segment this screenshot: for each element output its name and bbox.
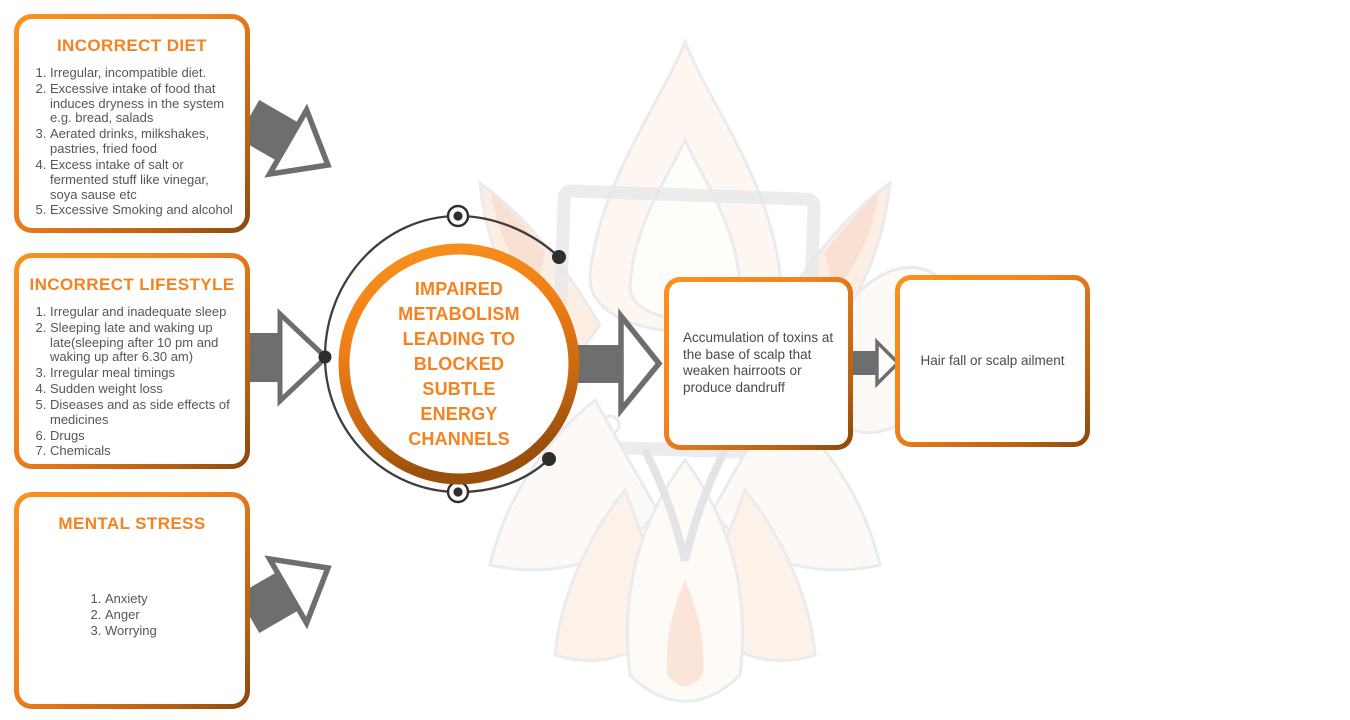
cause-box-mental-stress: MENTAL STRESS Anxiety Anger Worrying xyxy=(14,492,250,709)
cause-box-incorrect-lifestyle: INCORRECT LIFESTYLE Irregular and inadeq… xyxy=(14,253,250,469)
center-circle-ring xyxy=(338,243,580,485)
cause-list: Irregular, incompatible diet. Excessive … xyxy=(30,65,239,218)
effect-box-text: Accumulation of toxins at the base of sc… xyxy=(683,330,834,395)
list-item: Anger xyxy=(105,607,239,623)
arrow-diet-to-circle xyxy=(237,99,332,178)
arc-top-bullseye xyxy=(446,204,470,228)
effect-box-text: Hair fall or scalp ailment xyxy=(920,352,1065,368)
arc-end-dot-lower-right xyxy=(542,452,556,466)
arrow-circle-to-toxins xyxy=(572,308,663,418)
list-item: Chemicals xyxy=(50,443,239,459)
arrow-toxins-to-hairfall xyxy=(850,337,901,389)
arc-left-dot xyxy=(318,350,332,364)
cause-list: Anxiety Anger Worrying xyxy=(85,591,239,639)
cause-box-title: INCORRECT LIFESTYLE xyxy=(29,275,235,294)
list-item: Irregular and inadequate sleep xyxy=(50,304,239,320)
list-item: Excessive intake of food that induces dr… xyxy=(50,81,239,126)
list-item: Diseases and as side effects of medicine… xyxy=(50,397,239,428)
orbit-arc xyxy=(318,204,566,504)
list-item: Sudden weight loss xyxy=(50,381,239,397)
list-item: Aerated drinks, milkshakes, pastries, fr… xyxy=(50,126,239,157)
arc-end-dot-upper-right xyxy=(552,250,566,264)
effect-box-hairfall: Hair fall or scalp ailment xyxy=(895,275,1090,447)
list-item: Anxiety xyxy=(105,591,239,607)
effect-box-toxins: Accumulation of toxins at the base of sc… xyxy=(664,277,853,450)
cause-box-title: INCORRECT DIET xyxy=(56,36,208,55)
list-item: Drugs xyxy=(50,428,239,444)
arrow-stress-to-circle xyxy=(237,555,332,634)
list-item: Excessive Smoking and alcohol xyxy=(50,202,239,218)
arc-bottom-bullseye xyxy=(446,480,470,504)
cause-box-incorrect-diet: INCORRECT DIET Irregular, incompatible d… xyxy=(14,14,250,233)
list-item: Irregular, incompatible diet. xyxy=(50,65,239,81)
list-item: Sleeping late and waking up late(sleepin… xyxy=(50,320,239,365)
cause-box-title: MENTAL STRESS xyxy=(58,514,206,533)
center-circle-text: IMPAIRED METABOLISM LEADING TO BLOCKED S… xyxy=(398,278,520,449)
list-item: Worrying xyxy=(105,623,239,639)
cause-list: Irregular and inadequate sleep Sleeping … xyxy=(30,304,239,459)
list-item: Irregular meal timings xyxy=(50,365,239,381)
list-item: Excess intake of salt or fermented stuff… xyxy=(50,157,239,202)
arrow-lifestyle-to-circle xyxy=(248,308,330,407)
